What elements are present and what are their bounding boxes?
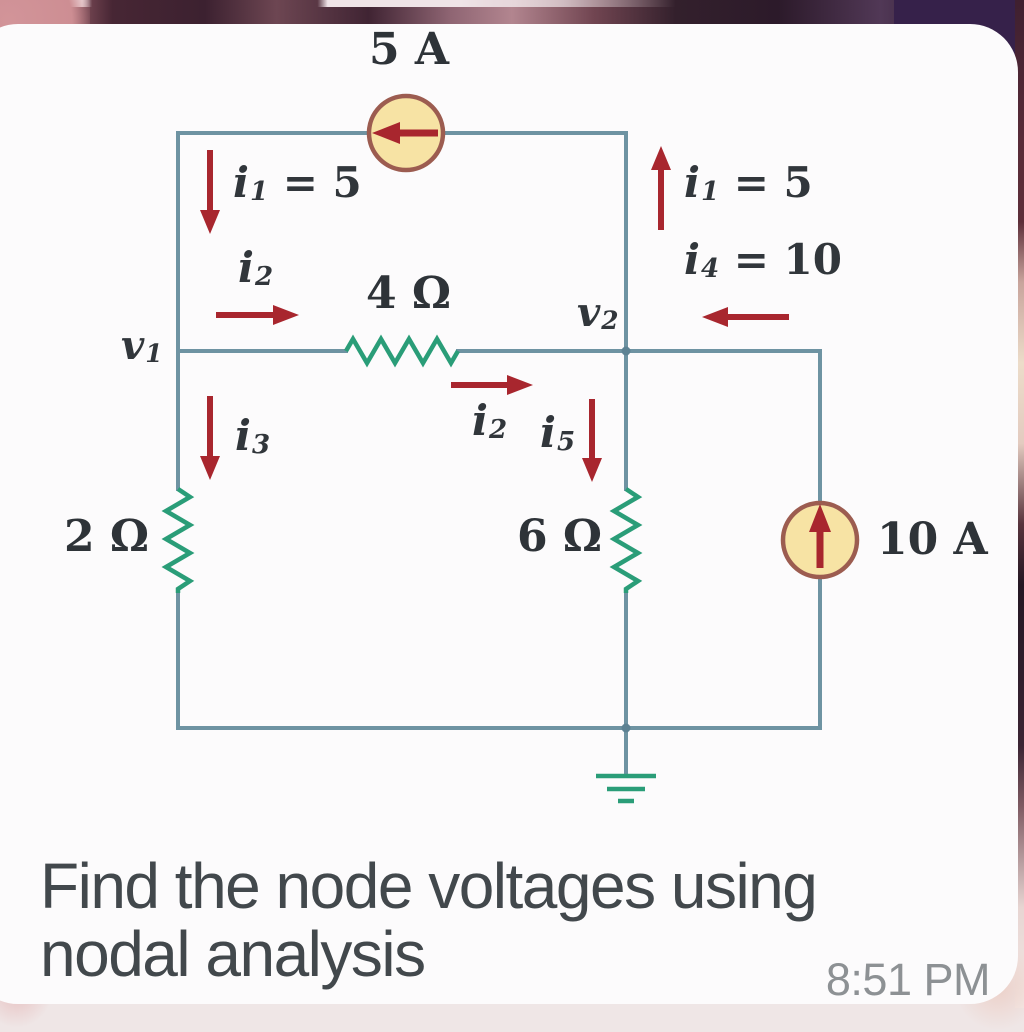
resistor-symbols xyxy=(161,334,643,593)
message-line-2: nodal analysis xyxy=(40,918,426,990)
message-line-1: Find the node voltages using xyxy=(40,850,818,922)
current-i2-left-label: i2 xyxy=(238,243,274,293)
current-source-5a-icon xyxy=(366,93,446,173)
wallpaper-right-strip xyxy=(1015,0,1024,1008)
arrow-i1-right-up-icon xyxy=(651,146,671,230)
current-i4-label: i4 = 10 xyxy=(684,235,842,285)
current-i5-label: i5 xyxy=(540,408,576,458)
resistor-6ohm-label: 6 Ω xyxy=(517,511,603,562)
message-timestamp: 8:51 PM xyxy=(825,954,991,1005)
resistor-6ohm-icon xyxy=(609,487,643,593)
resistor-4ohm-icon xyxy=(344,334,460,368)
source-5a-label: 5 A xyxy=(369,24,450,75)
ground-icon xyxy=(596,773,656,804)
arrow-i2-mid-right-icon xyxy=(451,375,533,395)
current-source-10a-icon xyxy=(780,500,860,580)
message-text: Find the node voltages using nodal analy… xyxy=(40,850,818,990)
arrow-i1-left-down-icon xyxy=(200,150,220,234)
source-10a-label: 10 A xyxy=(877,514,988,565)
arrow-i2-left-right-icon xyxy=(216,305,299,325)
resistor-2ohm-icon xyxy=(161,487,195,593)
arrow-i5-down-icon xyxy=(582,399,602,482)
previous-bubble-edge xyxy=(0,0,1024,7)
current-i2-mid-label: i2 xyxy=(472,396,508,446)
circuit-diagram xyxy=(161,93,860,804)
current-i1-right-label: i1 = 5 xyxy=(684,158,813,208)
circuit-wires xyxy=(176,131,822,778)
current-i1-left-label: i1 = 5 xyxy=(233,158,362,208)
resistor-4ohm-label: 4 Ω xyxy=(366,268,452,319)
current-i3-label: i3 xyxy=(235,411,271,461)
junction-dots xyxy=(621,346,631,733)
node-v2-label: v2 xyxy=(577,289,619,336)
arrow-i3-down-icon xyxy=(200,396,220,480)
node-v1-label: v1 xyxy=(121,322,163,369)
resistor-2ohm-label: 2 Ω xyxy=(64,511,150,562)
arrow-i4-left-icon xyxy=(702,307,789,327)
current-arrows xyxy=(200,146,789,482)
